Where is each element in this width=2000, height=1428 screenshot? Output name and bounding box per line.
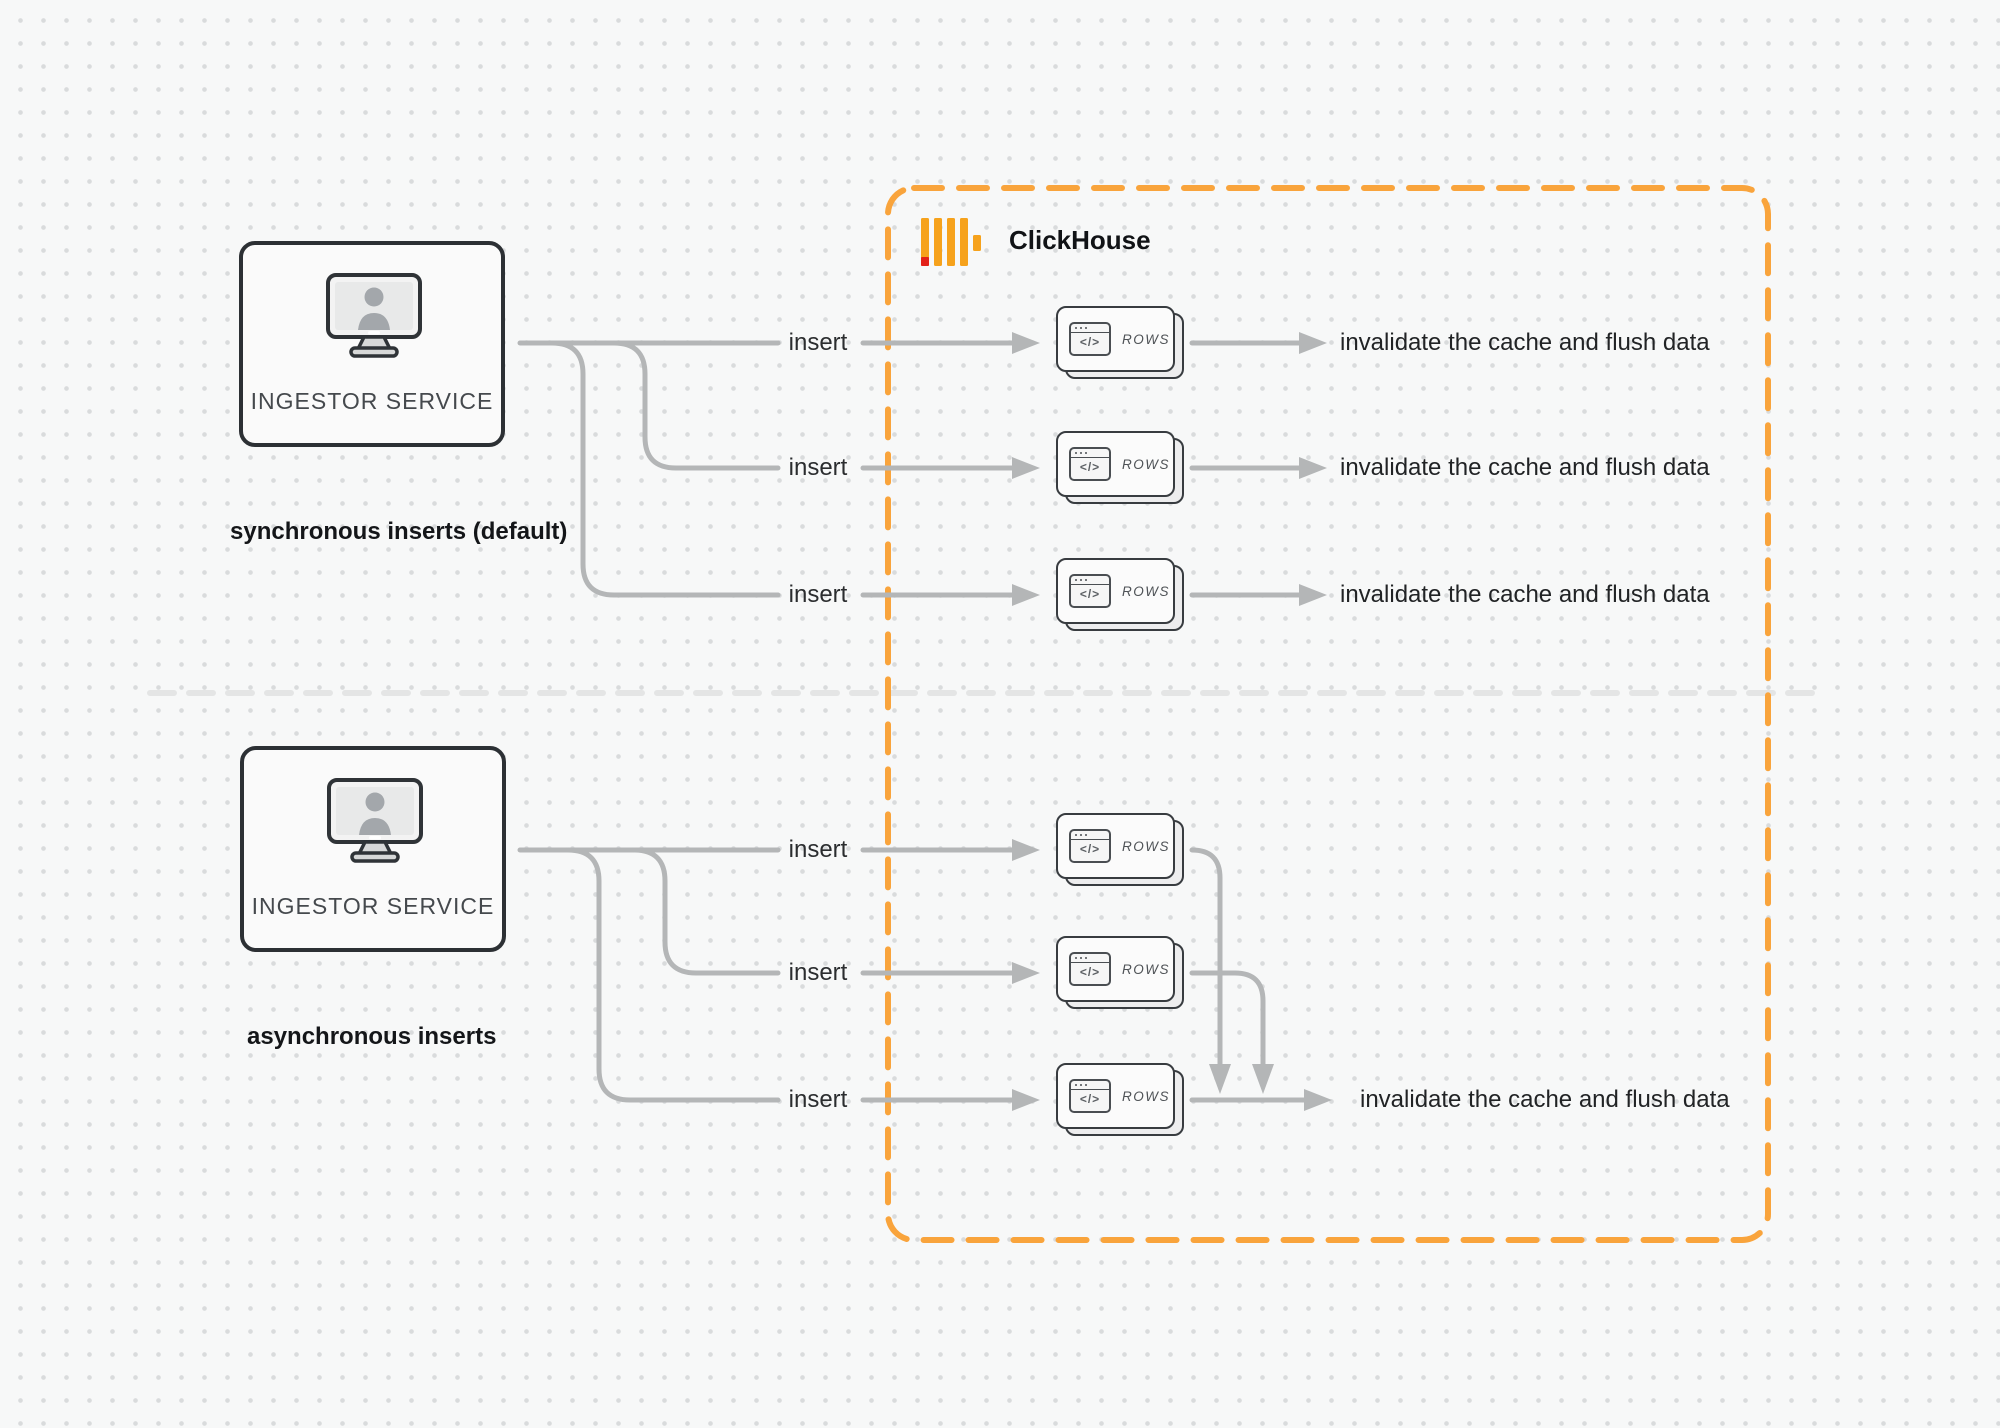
ingestor-service-label: INGESTOR SERVICE — [251, 893, 495, 919]
rows-label: ROWS — [1122, 1088, 1170, 1104]
insert-edge-label: insert — [788, 836, 848, 863]
code-window-icon: </> — [1069, 952, 1111, 986]
code-glyph: </> — [1079, 335, 1101, 349]
code-window-icon: </> — [1069, 574, 1111, 608]
rows-table-node: </> ROWS — [1056, 306, 1186, 382]
rows-card: </> ROWS — [1056, 1063, 1175, 1129]
rows-label: ROWS — [1122, 331, 1170, 347]
rows-card: </> ROWS — [1056, 306, 1175, 372]
insert-edge-label: insert — [788, 581, 848, 608]
rows-label: ROWS — [1122, 456, 1170, 472]
code-window-icon: </> — [1069, 322, 1111, 356]
rows-table-node: </> ROWS — [1056, 558, 1186, 634]
code-window-icon: </> — [1069, 447, 1111, 481]
result-label: invalidate the cache and flush data — [1360, 1086, 1730, 1113]
rows-table-node: </> ROWS — [1056, 431, 1186, 507]
insert-edge-label: insert — [788, 329, 848, 356]
code-glyph: </> — [1079, 587, 1101, 601]
clickhouse-title: ClickHouse — [1009, 225, 1151, 255]
rows-table-node: </> ROWS — [1056, 813, 1186, 889]
rows-card: </> ROWS — [1056, 936, 1175, 1002]
code-glyph: </> — [1079, 460, 1101, 474]
result-label: invalidate the cache and flush data — [1340, 329, 1710, 356]
code-glyph: </> — [1079, 1092, 1101, 1106]
code-glyph: </> — [1079, 965, 1101, 979]
rows-label: ROWS — [1122, 961, 1170, 977]
rows-table-node: </> ROWS — [1056, 1063, 1186, 1139]
rows-card: </> ROWS — [1056, 558, 1175, 624]
ingestor-service-label: INGESTOR SERVICE — [250, 388, 494, 414]
rows-card: </> ROWS — [1056, 431, 1175, 497]
rows-table-node: </> ROWS — [1056, 936, 1186, 1012]
insert-edge-label: insert — [788, 959, 848, 986]
async-connector-lines — [517, 847, 1307, 1103]
rows-card: </> ROWS — [1056, 813, 1175, 879]
code-window-icon: </> — [1069, 829, 1111, 863]
code-window-icon: </> — [1069, 1079, 1111, 1113]
result-label: invalidate the cache and flush data — [1340, 581, 1710, 608]
monitor-user-icon — [326, 273, 422, 358]
result-label: invalidate the cache and flush data — [1340, 454, 1710, 481]
insert-edge-label: insert — [788, 454, 848, 481]
async-section-caption: asynchronous inserts — [247, 1023, 497, 1050]
monitor-user-icon — [327, 778, 423, 863]
ingestor-service-node-sync: INGESTOR SERVICE — [239, 241, 505, 447]
rows-label: ROWS — [1122, 838, 1170, 854]
ingestor-service-node-async: INGESTOR SERVICE — [240, 746, 506, 952]
insert-edge-label: insert — [788, 1086, 848, 1113]
sync-section-caption: synchronous inserts (default) — [230, 518, 568, 545]
clickhouse-logo-icon — [921, 218, 981, 266]
rows-label: ROWS — [1122, 583, 1170, 599]
code-glyph: </> — [1079, 842, 1101, 856]
